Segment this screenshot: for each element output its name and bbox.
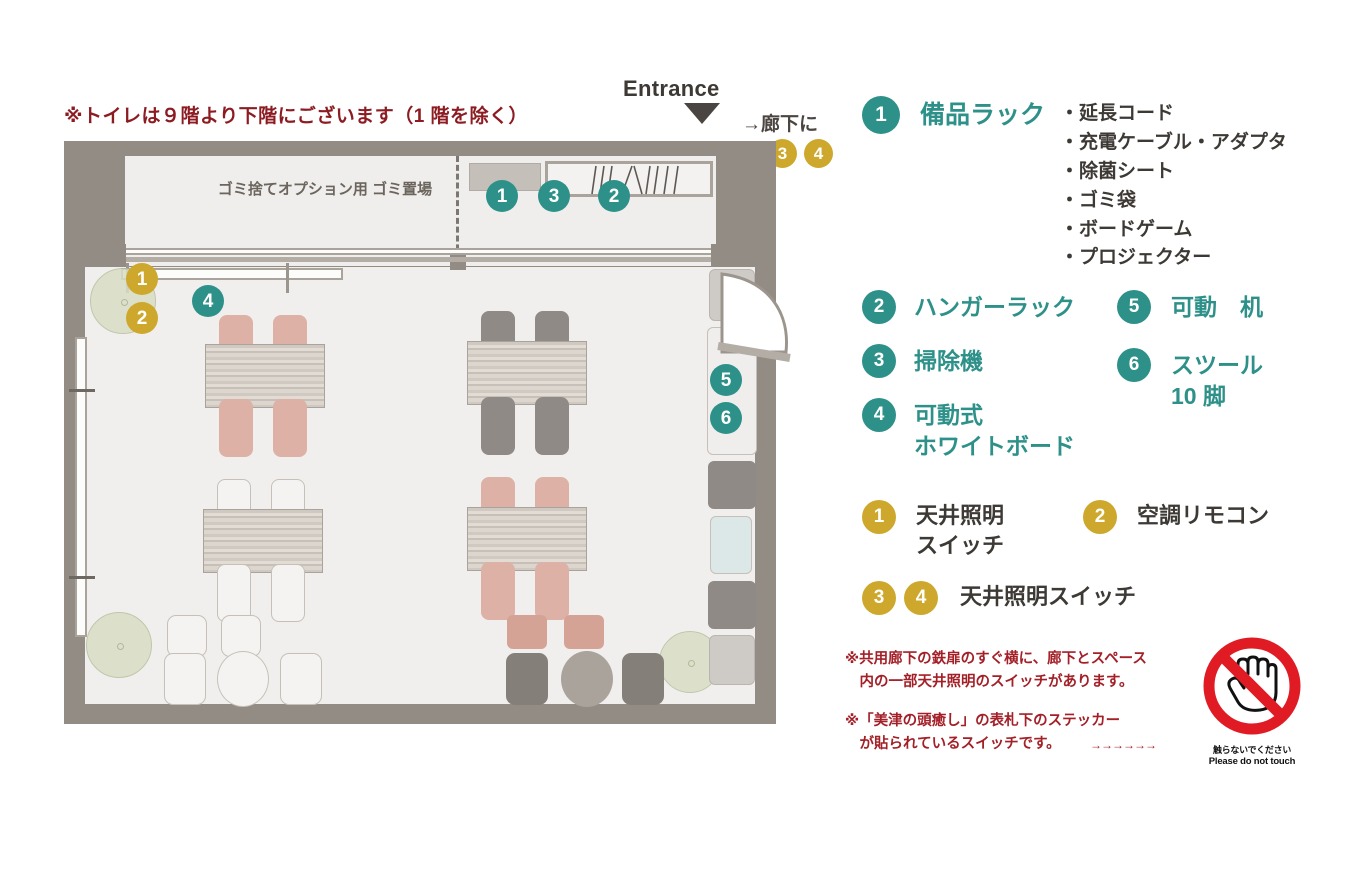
chair-pink (273, 399, 307, 457)
meeting-table (203, 509, 323, 573)
toilet-note: ※トイレは９階より下階にございます（1 階を除く） (64, 106, 529, 127)
legend-badge-3: 3 (862, 344, 896, 378)
legend-label-2: ハンガーラック (914, 294, 1075, 320)
cabinet-lower (709, 635, 755, 685)
legend-item-1[interactable]: 1 備品ラック (862, 96, 1045, 134)
plan-badge-gold-2: 2 (126, 302, 158, 334)
meeting-table (467, 507, 587, 571)
gold-legend-badge-4: 4 (904, 581, 938, 615)
chair-pink (535, 562, 569, 620)
legend-label-4: 可動式 ホワイトボード (914, 402, 1075, 460)
legend-label-6: スツール 10 脚 (1171, 352, 1263, 410)
plan-badge-teal-4: 4 (192, 285, 224, 317)
gold-legend-item-1[interactable]: 1 天井照明 スイッチ (862, 500, 1004, 560)
partition-rail-upper (125, 248, 716, 255)
gold-legend-item-2[interactable]: 2 空調リモコン (1083, 500, 1269, 534)
legend-label-5: 可動 机 (1171, 294, 1263, 320)
sign-text-en: Please do not touch (1208, 756, 1296, 767)
gold-legend-badge-1: 1 (862, 500, 896, 534)
entrance-arrow-icon (684, 103, 720, 124)
gold-legend-badge-2: 2 (1083, 500, 1117, 534)
gold-legend-switch-row[interactable]: 3 4 天井照明スイッチ (862, 581, 1136, 615)
stool-light (164, 653, 206, 705)
cabinet-dark-2 (708, 581, 756, 629)
legend-label-1: 備品ラック (920, 101, 1046, 129)
legend-badge-6: 6 (1117, 348, 1151, 382)
stool-pink (564, 615, 604, 649)
stool-light (221, 615, 261, 657)
corridor-badge-4: 4 (804, 139, 833, 168)
gold-legend-badge-3: 3 (862, 581, 896, 615)
floor-plan: ゴミ捨てオプション用 ゴミ置場 (64, 141, 791, 724)
sign-text-jp: 触らないでください (1212, 745, 1292, 755)
left-window (75, 337, 87, 637)
corridor-direction-label: →廊下に (742, 114, 819, 135)
meeting-table (467, 341, 587, 405)
plan-badge-teal-6: 6 (710, 402, 742, 434)
round-table-bottom-left (86, 612, 152, 678)
legend-item-5[interactable]: 5 可動 机 (1117, 290, 1263, 324)
rail-post-right (711, 244, 725, 266)
chair-pink (219, 399, 253, 457)
hanger-hooks-icon (591, 165, 679, 195)
plan-badge-teal-2: 2 (598, 180, 630, 212)
rail-post-left (112, 244, 126, 266)
entrance-label: Entrance (623, 76, 720, 101)
legend-item-3[interactable]: 3 掃除機 (862, 344, 983, 378)
bottom-note-1: ※共用廊下の鉄扉のすぐ横に、廊下とスペース 内の一部天井照明のスイッチがあります… (845, 651, 1147, 691)
bottom-note-2: ※「美津の頭癒し」の表札下のステッカー が貼られているスイッチです。 (845, 713, 1121, 753)
stool-round-light (217, 651, 269, 707)
legend-badge-2: 2 (862, 290, 896, 324)
chair-gray (481, 397, 515, 455)
legend-item-6[interactable]: 6 スツール 10 脚 (1117, 348, 1263, 412)
plan-badge-gold-1: 1 (126, 263, 158, 295)
legend-label-3: 掃除機 (914, 348, 983, 374)
legend-badge-5: 5 (1117, 290, 1151, 324)
gold-legend-label-1: 天井照明 スイッチ (916, 503, 1005, 558)
whiteboard-tick-right (286, 263, 289, 293)
stool-round-mid (561, 651, 613, 707)
legend-badge-4: 4 (862, 398, 896, 432)
chair-gray (535, 397, 569, 455)
cabinet-dark-1 (708, 461, 756, 509)
stool-pink (507, 615, 547, 649)
stool-light (167, 615, 207, 657)
plan-badge-teal-1: 1 (486, 180, 518, 212)
plan-badge-teal-5: 5 (710, 364, 742, 396)
bottom-note-arrows: →→→→→→ (1090, 738, 1157, 752)
cabinet-glass (710, 516, 752, 574)
dotted-divider (456, 156, 459, 268)
stool-light (280, 653, 322, 705)
no-touch-icon (1203, 637, 1301, 735)
legend-item-4[interactable]: 4 可動式 ホワイトボード (862, 398, 1075, 462)
legend-item-2[interactable]: 2 ハンガーラック (862, 290, 1075, 324)
partition-rail-lower (120, 257, 720, 262)
legend-badge-1: 1 (862, 96, 900, 134)
window-mullion-2 (69, 576, 95, 579)
gold-legend-switch-label: 天井照明スイッチ (960, 584, 1137, 609)
stool-dark (622, 653, 664, 705)
window-mullion-1 (69, 389, 95, 392)
meeting-table (205, 344, 325, 408)
entrance-door-swing (714, 266, 792, 362)
do-not-touch-sign: 触らないでください Please do not touch (1200, 636, 1304, 767)
plan-badge-teal-3: 3 (538, 180, 570, 212)
stool-dark (506, 653, 548, 705)
chair-pink (481, 562, 515, 620)
trash-area-label: ゴミ捨てオプション用 ゴミ置場 (217, 181, 433, 198)
gold-legend-label-2: 空調リモコン (1137, 503, 1270, 528)
chair-white (271, 564, 305, 622)
chair-white (217, 564, 251, 622)
supply-rack-contents: ・延長コード ・充電ケーブル・アダプタ ・除菌シート ・ゴミ袋 ・ボードゲーム … (1060, 103, 1287, 269)
